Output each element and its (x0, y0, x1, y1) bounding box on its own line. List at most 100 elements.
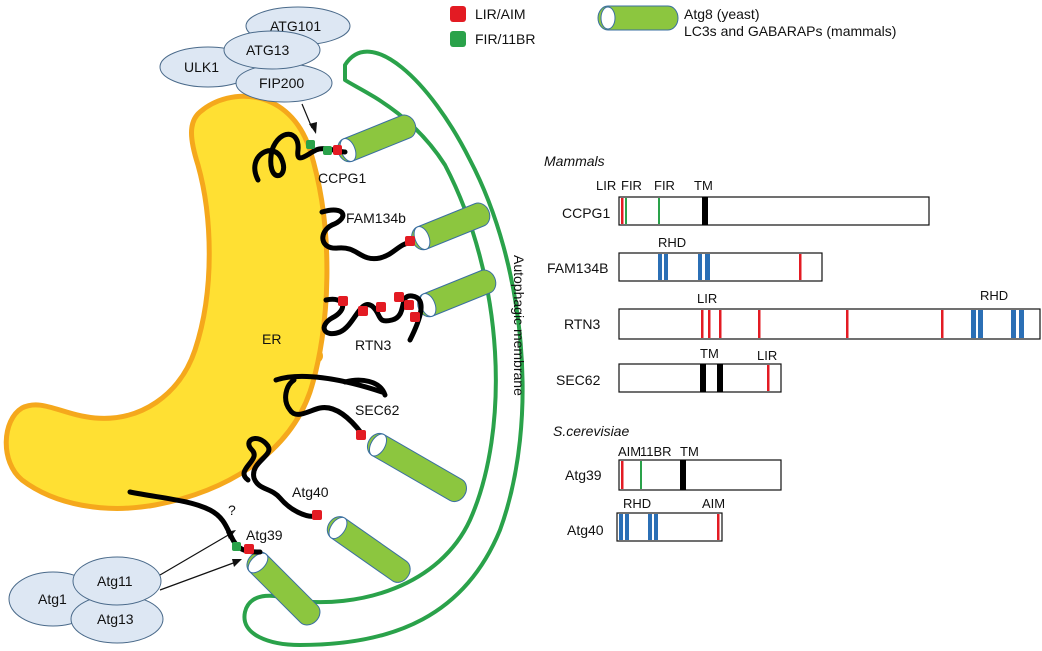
atg8-proteins (246, 114, 497, 626)
lir-motif (333, 145, 342, 155)
tag-lir: LIR (596, 178, 616, 193)
domain-map-atg40: Atg40 RHD AIM (567, 496, 725, 542)
domain-name: Atg40 (567, 522, 604, 538)
tm-mark (700, 364, 706, 392)
domain-map-fam134b: FAM134B RHD (547, 235, 823, 282)
complex-atg101: ATG101 (270, 18, 321, 34)
motifs-left (232, 140, 420, 554)
complex-ulk1: ULK1 (184, 59, 219, 75)
atg8-icon (417, 269, 497, 318)
complex-atg13-yeast: Atg13 (97, 611, 134, 627)
lir-motif (312, 510, 322, 520)
lir-mark (799, 254, 802, 280)
lir-motif (404, 300, 414, 310)
atg8-icon (246, 551, 321, 626)
atg40-chain (241, 436, 319, 519)
er-label: ER (262, 331, 281, 347)
tag-rhd: RHD (658, 235, 686, 250)
complex-fip200: FIP200 (259, 75, 304, 91)
legend: LIR/AIM FIR/11BR Atg8 (yeast) LC3s and G… (450, 5, 896, 47)
lir-motif (405, 236, 415, 246)
yeast-heading: S.cerevisiae (553, 423, 629, 439)
legend-atg8-line1: Atg8 (yeast) (684, 6, 759, 22)
receptor-label-rtn3: RTN3 (355, 337, 392, 353)
sec62-chain (283, 377, 365, 437)
rhd-mark (625, 514, 629, 540)
domain-name: SEC62 (556, 372, 601, 388)
receptor-label-sec62: SEC62 (355, 402, 400, 418)
domain-map-sec62: SEC62 TM LIR (556, 346, 782, 393)
mammals-heading: Mammals (544, 153, 605, 169)
tag-fir: FIR (654, 178, 675, 193)
tag-lir: LIR (757, 348, 777, 363)
lir-mark (708, 310, 711, 338)
ulk1-complex: ATG101 ULK1 FIP200 ATG13 (159, 6, 351, 134)
fir-motif (323, 146, 332, 155)
domain-name: Atg39 (565, 467, 602, 483)
lir-mark (767, 365, 770, 391)
rhd-mark (698, 254, 702, 280)
rhd-mark (1011, 310, 1016, 338)
rhd-mark (971, 310, 976, 338)
tag-tm: TM (694, 178, 713, 193)
tm-mark (702, 197, 708, 225)
lir-mark (846, 310, 849, 338)
tag-fir: FIR (621, 178, 642, 193)
domain-name: RTN3 (564, 316, 601, 332)
lir-motif (376, 302, 386, 312)
rtn3-chain (321, 293, 424, 343)
fir-mark (658, 198, 660, 224)
tag-tm: TM (680, 444, 699, 459)
rhd-mark (619, 514, 623, 540)
domain-name: CCPG1 (562, 205, 610, 221)
lir-mark (758, 310, 761, 338)
fir-legend-swatch (450, 31, 466, 47)
atg8-icon (411, 202, 491, 251)
tag-rhd: RHD (623, 496, 651, 511)
atg1-complex: Atg1 Atg13 Atg11 ? (8, 502, 242, 644)
aim-mark (717, 514, 720, 540)
domain-map-atg39: Atg39 AIM 11BR TM (565, 444, 782, 491)
legend-fir-label: FIR/11BR (475, 31, 535, 47)
rhd-mark (705, 254, 710, 280)
receptor-label-atg39: Atg39 (246, 527, 283, 543)
domain-map-rtn3: RTN3 LIR RHD (564, 288, 1041, 340)
arrow-head (309, 122, 317, 134)
complex-atg13: ATG13 (246, 42, 290, 58)
lir-mark (719, 310, 722, 338)
receptor-label-atg40: Atg40 (292, 484, 329, 500)
domain-map-ccpg1: CCPG1 LIR FIR FIR TM (562, 178, 930, 226)
tag-aim: AIM (618, 444, 641, 459)
lir-motif (410, 312, 420, 322)
rhd-mark (978, 310, 983, 338)
lir-mark (701, 310, 704, 338)
fir-mark (625, 198, 627, 224)
complex-atg1: Atg1 (38, 591, 67, 607)
lir-motif (338, 296, 348, 306)
aim-mark (621, 461, 624, 489)
tag-11br: 11BR (640, 444, 672, 459)
legend-atg8-line2: LC3s and GABARAPs (mammals) (684, 23, 896, 39)
atg8-icon (366, 432, 467, 503)
11br-mark (640, 461, 642, 489)
tm-mark (680, 460, 686, 490)
lir-motif (356, 430, 366, 440)
rhd-mark (654, 514, 658, 540)
rhd-mark (648, 514, 652, 540)
atg8-legend-icon (597, 5, 679, 31)
tag-aim: AIM (702, 496, 725, 511)
legend-lir-label: LIR/AIM (475, 6, 526, 22)
receptor-label-fam134b: FAM134b (346, 210, 406, 226)
sec62-loop (273, 373, 385, 395)
lir-motif (394, 292, 404, 302)
11br-motif (232, 542, 241, 551)
atg8-icon (337, 114, 417, 163)
rhd-mark (664, 254, 668, 280)
tag-tm: TM (700, 346, 719, 361)
fir-motif (306, 140, 315, 149)
fam134b-chain (319, 207, 415, 262)
rhd-mark (1019, 310, 1024, 338)
rhd-mark (658, 254, 662, 280)
